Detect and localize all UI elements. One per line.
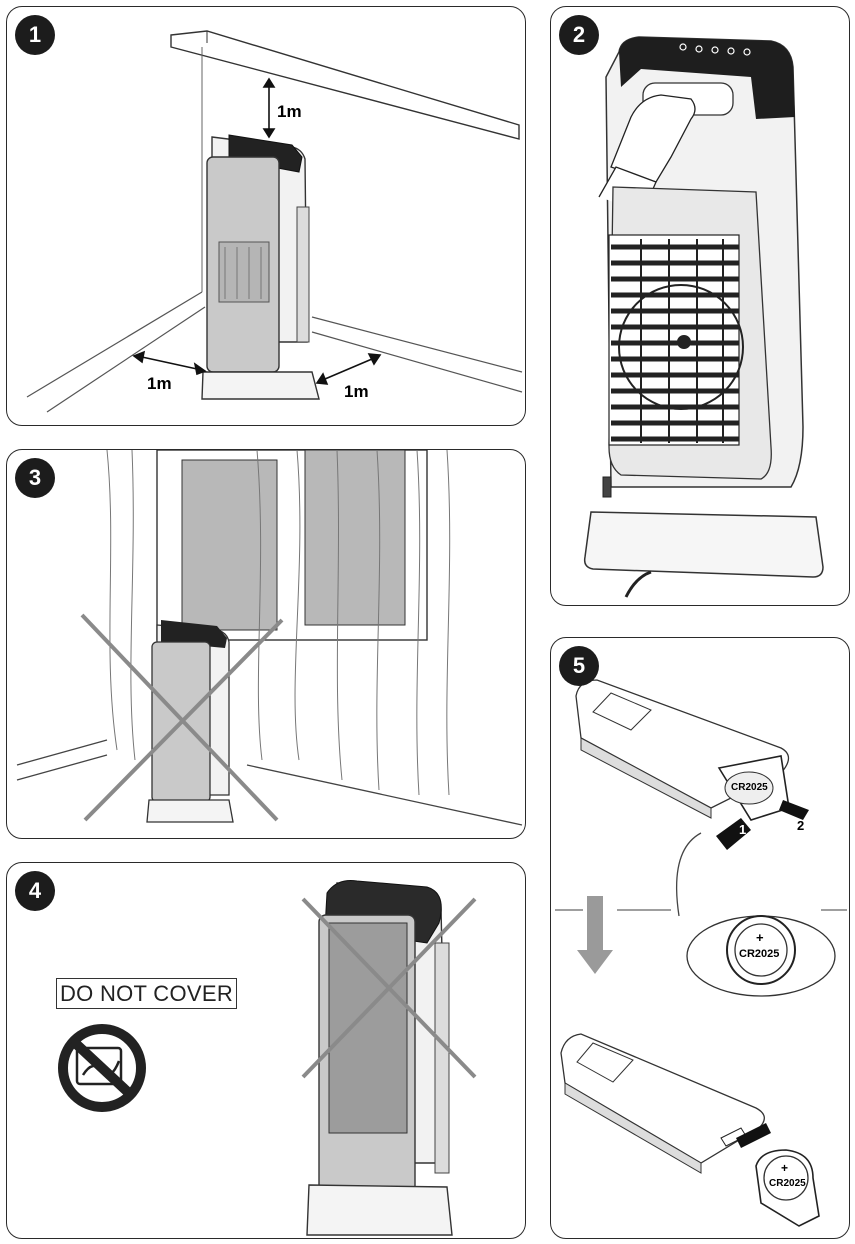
step-3-badge: 3 [15, 458, 55, 498]
step-1-badge: 1 [15, 15, 55, 55]
heater-4 [306, 880, 453, 1236]
step-2-panel: 2 [550, 6, 850, 606]
step-4-panel: 4 DO NOT COVER [6, 862, 526, 1239]
battery-plus-sign: + [756, 930, 764, 945]
step-3-illustration [16, 450, 523, 826]
step-2-illustration [583, 36, 824, 598]
no-cover-icon [58, 1024, 146, 1112]
heater-3 [146, 620, 234, 823]
heater-1 [201, 134, 320, 400]
arrow-1-label: 1 [739, 822, 746, 837]
clearance-left-label: 1m [147, 374, 172, 393]
do-not-cover-label: DO NOT COVER [56, 978, 237, 1009]
step-4-illustration [58, 880, 477, 1236]
step-5-illustration: CR2025 1 2 + CR2025 + CR2025 [555, 679, 847, 1227]
step-1-illustration: 1m 1m 1m [26, 30, 523, 413]
step-3-panel: 3 [6, 449, 526, 839]
step-2-badge: 2 [559, 15, 599, 55]
step-1-panel: 1 1m 1m 1m [6, 6, 526, 426]
prohibition-cross [80, 613, 284, 822]
prohibition-cross [301, 897, 477, 1079]
clearance-right-label: 1m [344, 382, 369, 401]
clearance-top-label: 1m [277, 102, 302, 121]
battery-plus-sign-bottom: + [781, 1161, 788, 1175]
step-5-badge: 5 [559, 646, 599, 686]
battery-label: CR2025 [739, 948, 779, 960]
arrow-2-label: 2 [797, 818, 804, 833]
step-5-panel: 5 CR2025 1 2 + CR2025 [550, 637, 850, 1239]
battery-label-bottom: CR2025 [769, 1178, 806, 1189]
battery-label-top: CR2025 [731, 782, 768, 793]
step-4-badge: 4 [15, 871, 55, 911]
